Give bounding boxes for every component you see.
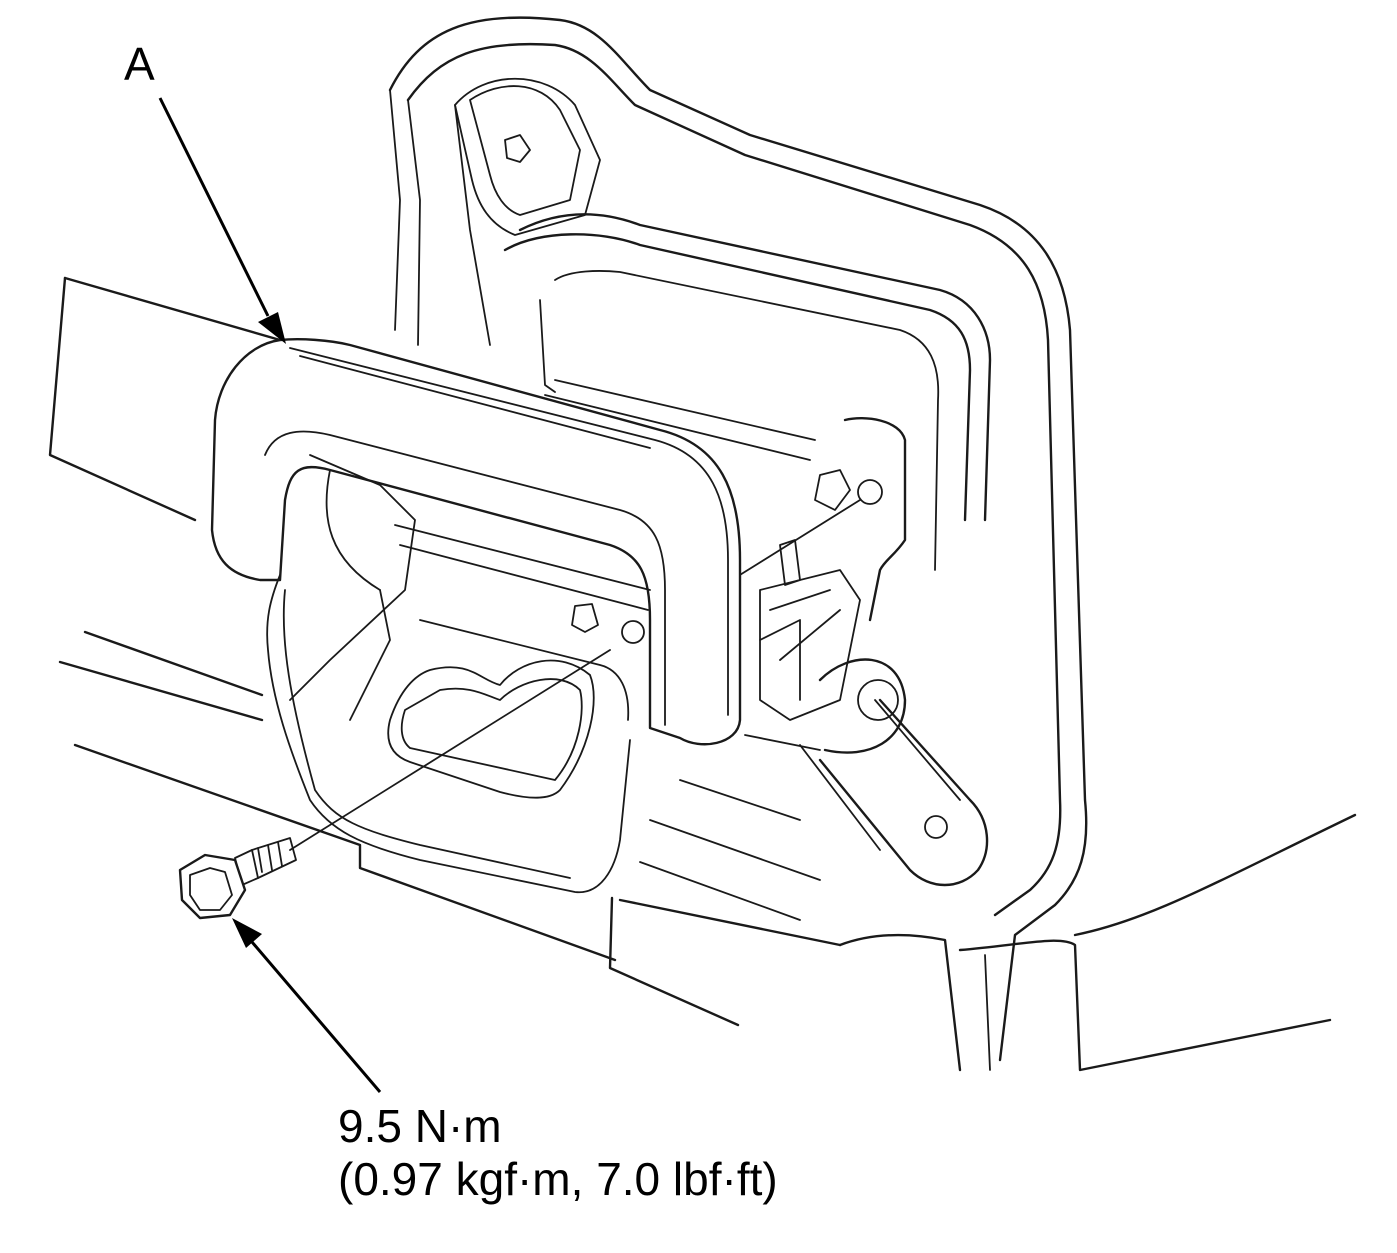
latch-mechanism xyxy=(734,417,961,801)
body-panel xyxy=(388,16,1088,1062)
leader-to-part-a xyxy=(158,97,286,344)
part-a-handle xyxy=(210,338,742,893)
lower-body-lines xyxy=(48,276,1357,1072)
part-label-a: A xyxy=(124,38,155,90)
torque-spec-metric: 9.5 N·m xyxy=(338,1100,502,1152)
lower-bracket xyxy=(799,698,989,887)
torque-spec-alternate: (0.97 kgf·m, 7.0 lbf·ft) xyxy=(338,1153,778,1205)
flange-bolt-icon xyxy=(178,649,611,920)
leader-to-bolt xyxy=(232,918,382,1093)
